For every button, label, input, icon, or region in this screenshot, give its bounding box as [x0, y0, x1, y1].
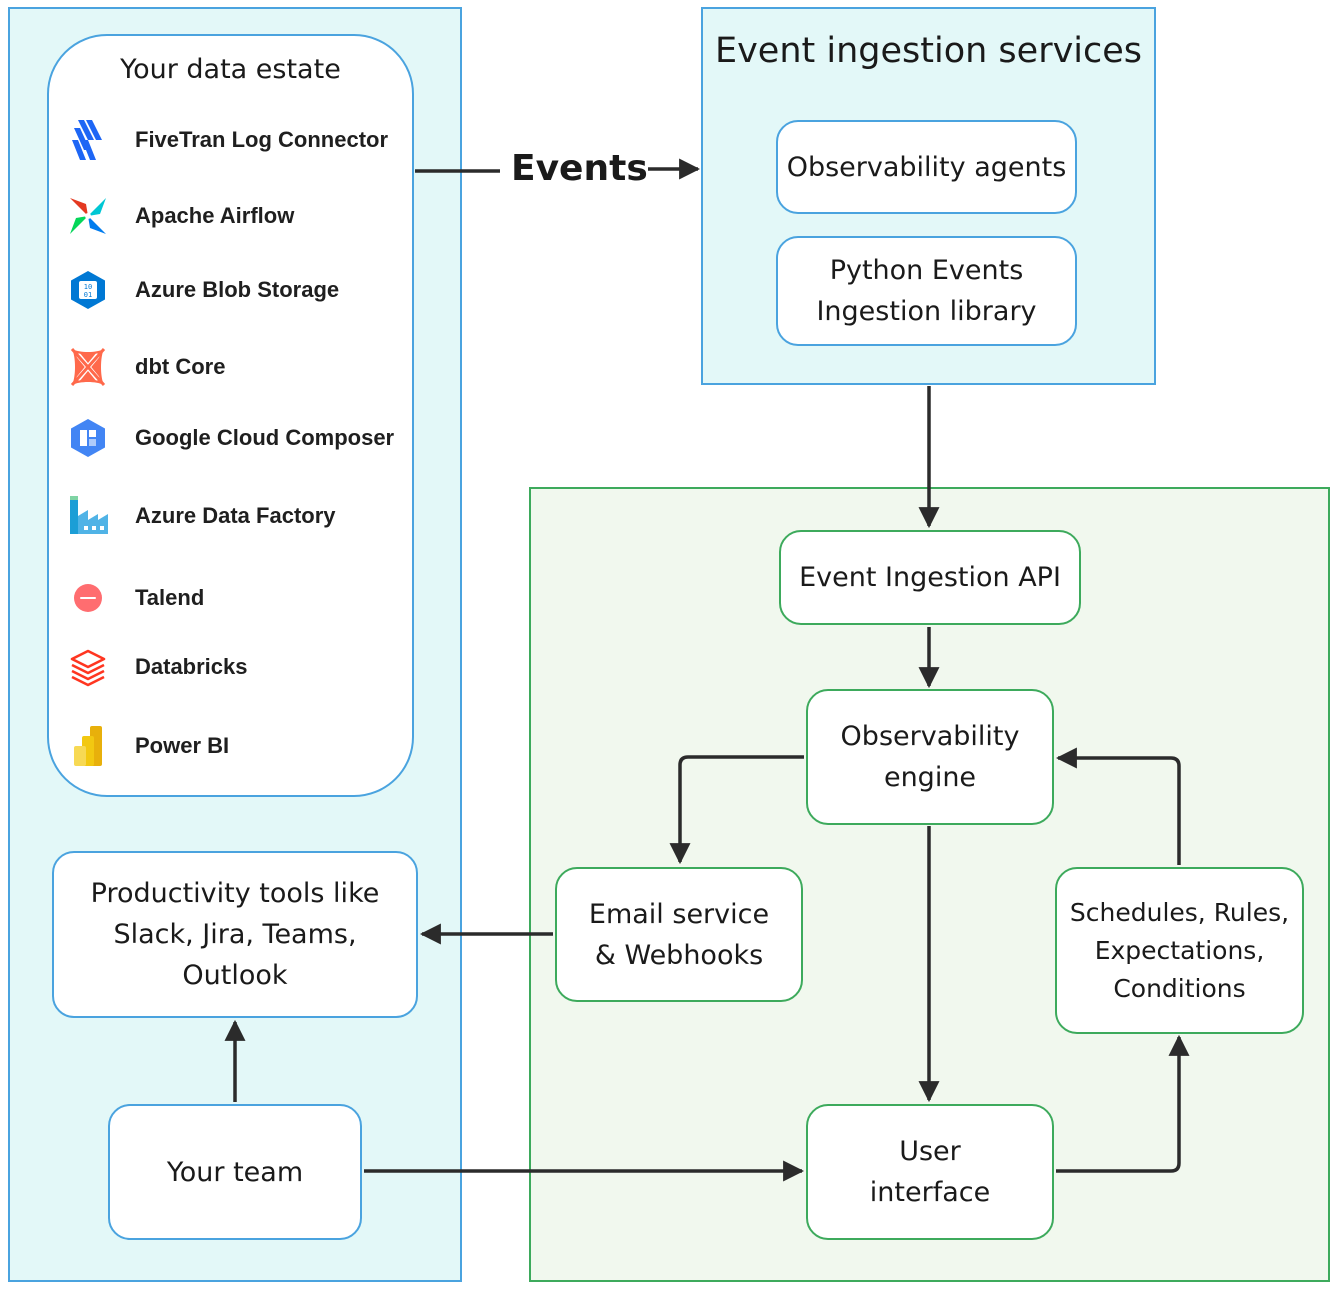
- powerbi-icon: [65, 723, 111, 769]
- schedules-to-engine-arrow: [1055, 747, 1181, 865]
- data-factory-icon: [65, 493, 111, 539]
- airflow-icon: [65, 193, 111, 239]
- observability-agents-label: Observability agents: [786, 151, 1067, 183]
- data-estate-title: Your data estate: [120, 54, 341, 85]
- dbt-icon: [65, 344, 111, 390]
- tool-label: Azure Data Factory: [135, 503, 336, 528]
- tool-dbt: dbt Core: [65, 344, 225, 390]
- productivity-tools-box: Productivity tools like Slack, Jira, Tea…: [52, 851, 418, 1018]
- tool-data-factory: Azure Data Factory: [65, 493, 336, 539]
- tool-powerbi: Power BI: [65, 723, 229, 769]
- user-interface-label: User interface: [869, 1136, 991, 1208]
- tool-fivetran: FiveTran Log Connector: [65, 117, 388, 163]
- productivity-tools-label: Productivity tools like Slack, Jira, Tea…: [90, 878, 380, 991]
- event-ingestion-api-label: Event Ingestion API: [799, 562, 1061, 593]
- tool-label: Azure Blob Storage: [135, 277, 340, 302]
- tool-databricks: Databricks: [65, 644, 248, 690]
- observability-engine-label: Observability engine: [840, 721, 1020, 793]
- tool-label: Google Cloud Composer: [135, 425, 395, 450]
- tool-label: FiveTran Log Connector: [135, 127, 389, 152]
- azure-blob-icon: 10 01: [65, 267, 111, 313]
- svg-text:10: 10: [84, 283, 92, 291]
- observability-engine-box: Observability engine: [806, 689, 1054, 825]
- python-events-library-label: Python Events Ingestion library: [816, 255, 1037, 327]
- tool-cloud-composer: Google Cloud Composer: [65, 415, 394, 461]
- tool-talend: Talend: [65, 575, 204, 621]
- cloud-composer-icon: [65, 415, 111, 461]
- events-label: Events: [511, 148, 648, 189]
- schedules-rules-label: Schedules, Rules, Expectations, Conditio…: [1069, 897, 1290, 1003]
- tool-label: Apache Airflow: [135, 203, 295, 228]
- svg-text:01: 01: [84, 291, 92, 299]
- tool-label: dbt Core: [135, 354, 226, 379]
- your-team-box: Your team: [108, 1104, 362, 1240]
- tool-label: Talend: [135, 585, 205, 610]
- ui-to-schedules-arrow: [1056, 1034, 1190, 1173]
- data-estate-box: Your data estate FiveTran Log Connector: [47, 34, 414, 797]
- talend-icon: [65, 575, 111, 621]
- schedules-rules-box: Schedules, Rules, Expectations, Conditio…: [1055, 867, 1304, 1034]
- ingestion-services-title: Event ingestion services: [714, 31, 1143, 71]
- observability-agents-box: Observability agents: [776, 120, 1077, 214]
- event-ingestion-api-box: Event Ingestion API: [779, 530, 1081, 625]
- fivetran-icon: [65, 117, 111, 163]
- tool-label: Power BI: [135, 733, 230, 758]
- tool-airflow: Apache Airflow: [65, 193, 294, 239]
- tool-label: Databricks: [135, 654, 248, 679]
- email-webhooks-box: Email service & Webhooks: [555, 867, 803, 1002]
- python-events-library-box: Python Events Ingestion library: [776, 236, 1077, 346]
- tool-azure-blob: 10 01 Azure Blob Storage: [65, 267, 339, 313]
- databricks-icon: [65, 644, 111, 690]
- user-interface-box: User interface: [806, 1104, 1054, 1240]
- your-team-label: Your team: [166, 1156, 304, 1188]
- email-webhooks-label: Email service & Webhooks: [588, 898, 770, 971]
- engine-to-email-arrow: [669, 755, 804, 865]
